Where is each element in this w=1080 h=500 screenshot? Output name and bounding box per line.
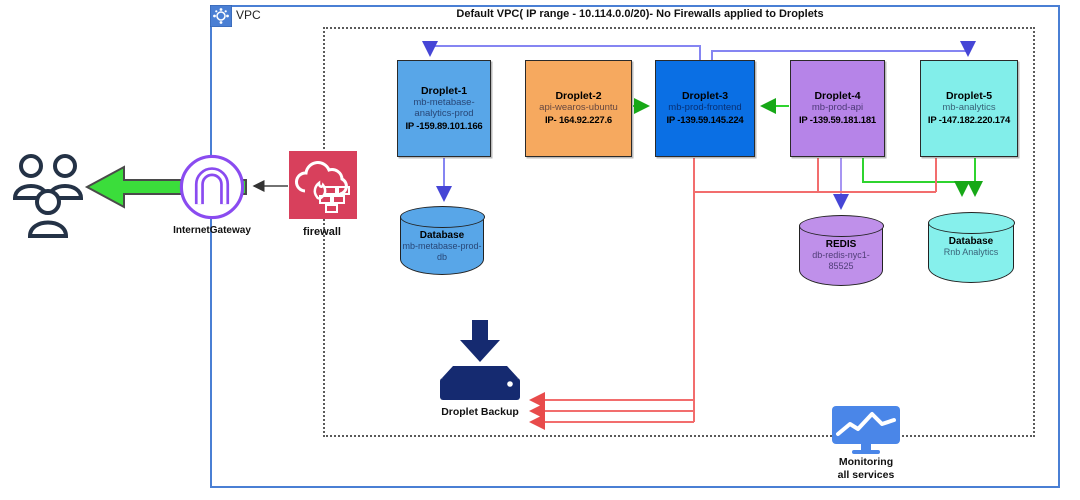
droplet-1-node: Droplet-1 mb-metabase-analytics-prod IP … — [397, 60, 491, 157]
droplet-1-name: mb-metabase-analytics-prod — [413, 96, 475, 119]
vpc-tab: VPC — [209, 4, 261, 28]
droplet-4-ip: IP -139.59.181.181 — [798, 115, 877, 127]
vpc-title: Default VPC( IP range - 10.114.0.0/20)- … — [456, 8, 824, 20]
droplet-2-title: Droplet-2 — [555, 90, 602, 103]
redis-name: db-redis-nyc1-85525 — [812, 250, 870, 271]
droplet-3-name: mb-prod-frontend — [668, 102, 742, 114]
redis-title: REDIS — [825, 239, 857, 250]
droplet-3-ip: IP -139.59.145.224 — [666, 115, 744, 127]
firewall-icon — [289, 151, 357, 219]
internet-gateway-label: InternetGateway — [173, 225, 251, 236]
droplet-2-ip: IP- 164.92.227.6 — [544, 115, 613, 127]
monitoring-label-line1: Monitoring — [838, 456, 894, 468]
vpc-container — [210, 5, 1060, 488]
database-rnb-title: Database — [948, 236, 994, 247]
vpc-label: VPC — [236, 8, 261, 22]
database-metabase-title: Database — [419, 230, 465, 241]
vpc-inner-boundary — [323, 27, 1035, 437]
users-icon — [10, 146, 84, 242]
droplet-5-title: Droplet-5 — [945, 90, 993, 103]
database-rnb-name: Rnb Analytics — [943, 247, 999, 257]
droplet-4-name: mb-prod-api — [811, 102, 864, 114]
database-metabase-node: Database mb-metabase-prod-db — [399, 206, 485, 275]
internet-gateway-icon — [176, 151, 248, 223]
monitoring-label: Monitoring all services — [811, 456, 921, 482]
droplet-4-node: Droplet-4 mb-prod-api IP -139.59.181.181 — [790, 60, 885, 157]
droplet-5-name: mb-analytics — [942, 102, 996, 114]
droplet-2-name: api-wearos-ubuntu — [539, 102, 618, 114]
redis-node: REDIS db-redis-nyc1-85525 — [798, 215, 884, 286]
droplet-2-node: Droplet-2 api-wearos-ubuntu IP- 164.92.2… — [525, 60, 632, 157]
droplet-backup-icon — [434, 320, 526, 404]
monitoring-label-line2: all services — [837, 469, 895, 482]
droplet-5-node: Droplet-5 mb-analytics IP -147.182.220.1… — [920, 60, 1018, 157]
database-rnb-node: Database Rnb Analytics — [927, 212, 1015, 283]
droplet-5-ip: IP -147.182.220.174 — [927, 115, 1011, 127]
firewall-label: firewall — [303, 226, 341, 238]
droplet-backup-label: Droplet Backup — [441, 406, 519, 418]
database-metabase-name: mb-metabase-prod-db — [402, 241, 482, 262]
droplet-4-title: Droplet-4 — [814, 90, 861, 103]
vpc-icon — [209, 4, 233, 28]
droplet-3-title: Droplet-3 — [681, 90, 729, 103]
droplet-3-node: Droplet-3 mb-prod-frontend IP -139.59.14… — [655, 60, 755, 157]
monitoring-icon — [830, 406, 902, 454]
droplet-1-title: Droplet-1 — [420, 84, 468, 97]
droplet-1-ip: IP -159.89.101.166 — [405, 120, 483, 132]
